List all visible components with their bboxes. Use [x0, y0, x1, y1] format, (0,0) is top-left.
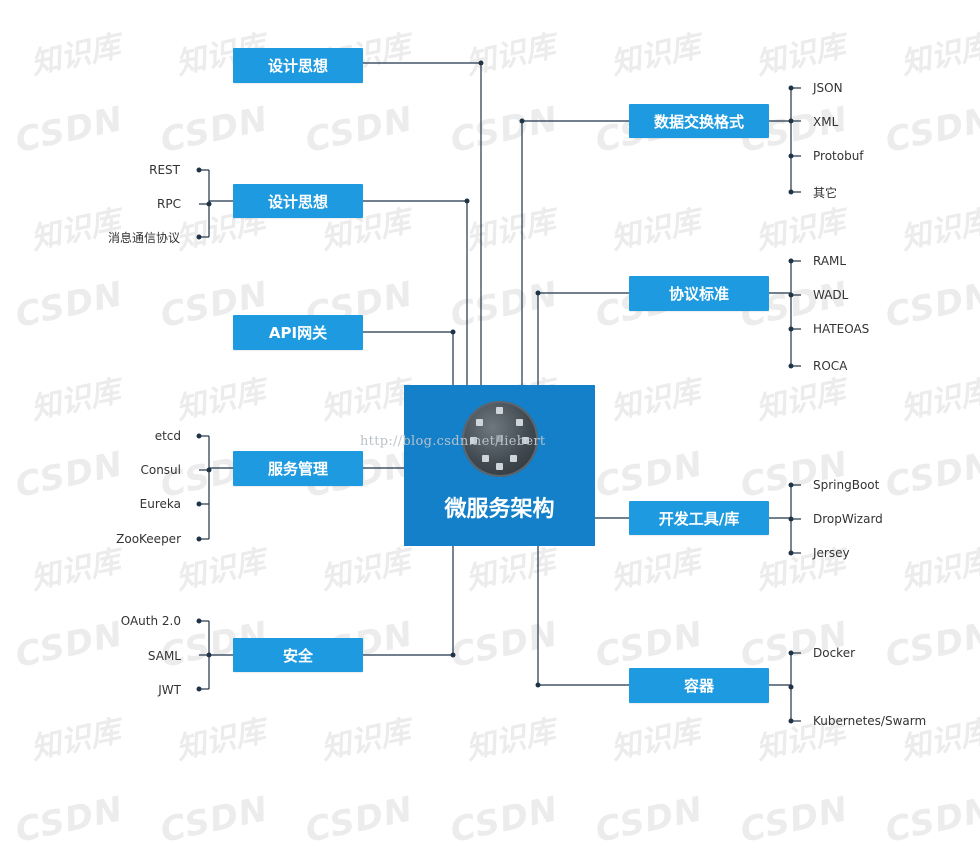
node-api-gateway: API网关 [233, 315, 363, 350]
leaf-kubernetes-swarm: Kubernetes/Swarm [813, 714, 927, 728]
leaf-rest: REST [149, 163, 180, 177]
node-design-thought-2: 设计思想 [233, 184, 363, 218]
node-protocol-standard: 协议标准 [629, 276, 769, 311]
leaf-protobuf: Protobuf [813, 149, 864, 163]
center-node: 微服务架构 [404, 385, 595, 546]
leaf-zookeeper: ZooKeeper [116, 532, 181, 546]
node-dev-tools: 开发工具/库 [629, 501, 769, 535]
leaf-message-protocol: 消息通信协议 [107, 231, 180, 245]
leaf-roca: ROCA [813, 359, 848, 373]
center-title: 微服务架构 [444, 497, 555, 522]
leaf-jersey: Jersey [813, 546, 850, 560]
leaf-oauth: OAuth 2.0 [120, 614, 181, 628]
leaf-raml: RAML [813, 254, 847, 268]
leaf-eureka: Eureka [139, 497, 181, 511]
leaf-etcd: etcd [154, 429, 181, 443]
leaf-json: JSON [813, 81, 843, 95]
leaf-jwt: JWT [158, 683, 181, 697]
leaf-docker: Docker [813, 646, 856, 660]
node-design-thought-1: 设计思想 [233, 48, 363, 83]
leaf-springboot: SpringBoot [813, 478, 880, 492]
leaf-rpc: RPC [157, 197, 181, 211]
node-data-exchange-format: 数据交换格式 [629, 104, 769, 138]
leaf-hateoas: HATEOAS [813, 322, 870, 336]
leaf-xml: XML [813, 115, 839, 129]
leaf-saml: SAML [147, 649, 181, 663]
node-security: 安全 [233, 638, 363, 672]
leaf-dropwizard: DropWizard [813, 512, 883, 526]
node-container: 容器 [629, 668, 769, 703]
leaf-other: 其它 [813, 186, 838, 200]
leaf-consul: Consul [140, 463, 181, 477]
chip-image [461, 401, 538, 477]
watermark-url: http://blog.csdn.net/liebert [360, 434, 546, 449]
leaf-wadl: WADL [813, 288, 849, 302]
node-service-management: 服务管理 [233, 451, 363, 486]
